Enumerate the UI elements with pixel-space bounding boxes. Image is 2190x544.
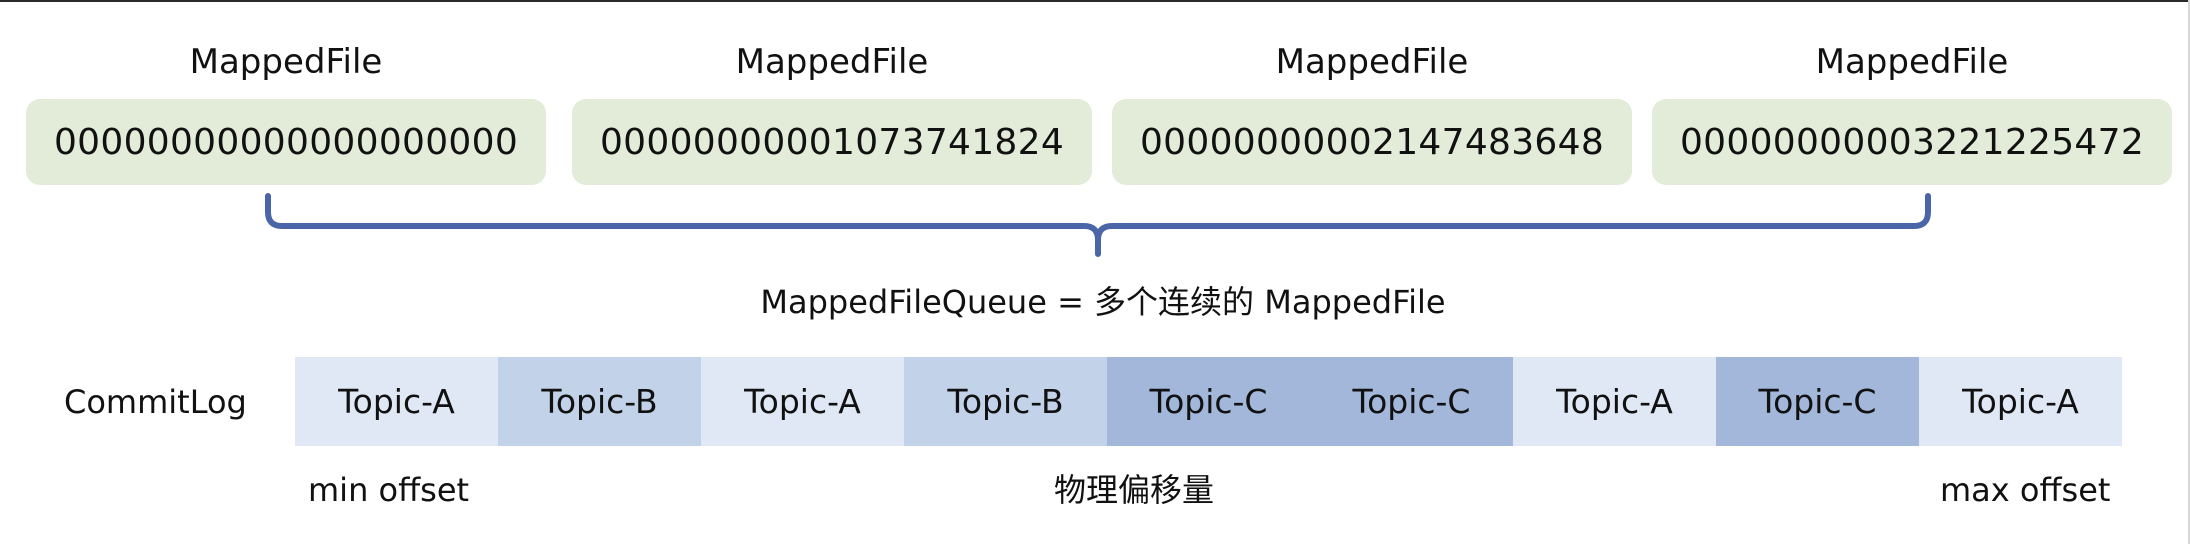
commitlog-label: CommitLog (64, 383, 247, 421)
commitlog-cell: Topic-B (498, 357, 701, 446)
min-offset-label: min offset (308, 471, 470, 509)
max-offset-label: max offset (1940, 471, 2111, 509)
commitlog-cell: Topic-A (295, 357, 498, 446)
commitlog-bar: Topic-A Topic-B Topic-A Topic-B Topic-C … (295, 357, 2122, 446)
top-border (0, 0, 2190, 2)
commitlog-cell: Topic-A (1513, 357, 1716, 446)
right-border (2188, 0, 2190, 544)
mapped-file-offset: 00000000003221225472 (1652, 99, 2172, 185)
commitlog-cell: Topic-C (1716, 357, 1919, 446)
mapped-file-title: MappedFile (735, 42, 929, 82)
mapped-file-title: MappedFile (1275, 42, 1469, 82)
mapped-file-queue-label: MappedFileQueue = 多个连续的 MappedFile (760, 283, 1446, 321)
mapped-file-offset: 00000000000000000000 (26, 99, 546, 185)
brace-path (265, 193, 1931, 257)
commitlog-cell: Topic-C (1107, 357, 1310, 446)
commitlog-cell: Topic-C (1310, 357, 1513, 446)
mapped-file-offset: 00000000001073741824 (572, 99, 1092, 185)
mapped-file-offset: 00000000002147483648 (1112, 99, 1632, 185)
commitlog-cell: Topic-A (701, 357, 904, 446)
commitlog-cell: Topic-A (1919, 357, 2122, 446)
mapped-file-title: MappedFile (1815, 42, 2009, 82)
mapped-file-title: MappedFile (189, 42, 383, 82)
commitlog-cell: Topic-B (904, 357, 1107, 446)
physical-offset-label: 物理偏移量 (1054, 471, 1215, 509)
